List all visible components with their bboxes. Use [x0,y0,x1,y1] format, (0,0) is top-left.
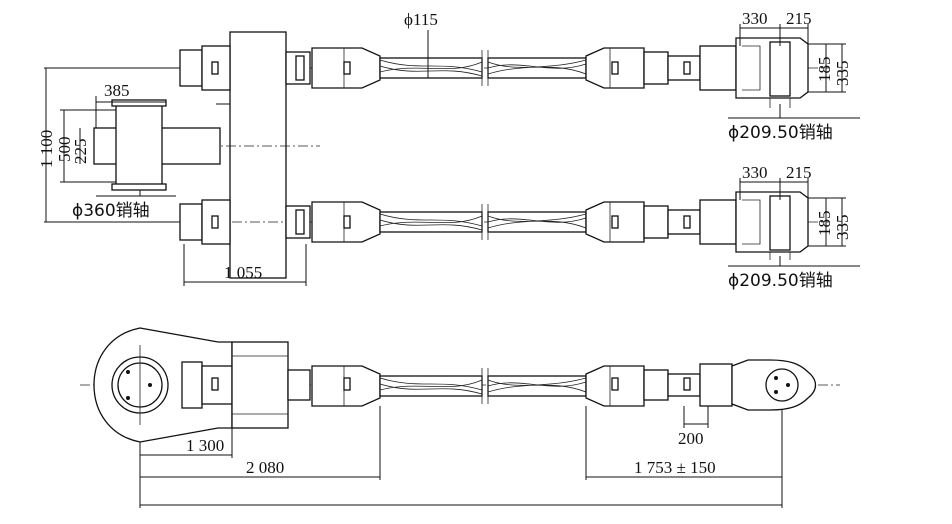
cable-diameter-callout: ϕ115 [404,10,438,78]
mid-dim-335-label: 335 [833,215,852,241]
bottom-left-nut-end [181,361,203,409]
left-pin-label: ϕ360销轴 [72,201,150,221]
bottom-cable-left [379,375,483,397]
mid-dim-215-label: 215 [786,163,812,182]
dim-200-label: 200 [678,429,704,448]
mid-right-neck [643,205,669,239]
dim-330-label: 330 [742,9,768,28]
mid-left-nut-end [179,203,203,241]
dim-185-label: 185 [815,57,834,83]
dim-500-label: 500 [55,137,74,163]
dim-adjust-label: 1 753 ± 150 [634,458,716,477]
bottom-right-fork-body [699,363,733,407]
bottom-right-rod-mark [683,377,691,391]
mid-right-dimensions: 330 215 185 335 ϕ209.50销轴 [728,163,860,291]
dim-225-label: 225 [71,139,90,165]
mid-left-sleeve-mark [343,215,351,229]
bottom-left-pin-dot-3 [148,383,152,387]
top-right-neck [643,51,669,85]
top-left-nut-end [179,49,203,87]
top-left-nut-mark [211,61,219,75]
bottom-right-neck [643,369,669,401]
top-pin-label: ϕ209.50销轴 [728,123,833,143]
bottom-right-pin-dot-3 [786,383,790,387]
top-cable-left [379,57,483,79]
mid-cable-left [379,211,483,233]
mid-right-fork-body [699,199,737,245]
dim-2080-label: 2 080 [246,458,284,477]
dim-1100-label: 1 100 [37,130,56,168]
dim-1055-label: 1 055 [224,263,262,282]
top-right-dimensions: 330 215 185 335 ϕ209.50销轴 [728,9,860,143]
top-cable-assembly [178,31,830,279]
anchor-pin-cap-top [111,99,167,107]
bottom-cable-assembly [80,327,840,443]
mid-left-neck-mark [295,209,305,235]
anchor-length-dimension: 1 055 [183,244,307,286]
mid-cable-right [487,211,587,233]
bottom-left-pin-dot-2 [126,396,130,400]
top-right-rod-mark [683,61,691,75]
dim-215-label: 215 [786,9,812,28]
bottom-left-nut-mark [211,377,219,391]
left-anchor-dimensions: 385 1 100 500 225 ϕ360销轴 [37,67,180,223]
bottom-anchor-block [231,341,289,429]
bottom-cable-strands-right [487,377,587,393]
mid-cable-strands-right [487,213,587,229]
bottom-dimensions: 1 300 2 080 200 1 753 ± 150 [139,406,783,508]
bottom-right-pin-dot-2 [774,390,778,394]
top-right-pin [769,41,791,97]
cable-diameter-label: ϕ115 [404,10,438,29]
left-anchor-assembly [93,99,320,191]
dim-335-label: 335 [833,61,852,87]
bottom-cable-right [487,375,587,397]
top-left-neck-mark [295,55,305,81]
bottom-left-sleeve-mark [343,377,351,391]
mid-pin-label: ϕ209.50销轴 [728,271,833,291]
mid-right-pin [769,195,791,251]
top-cable-strands-right [487,59,587,75]
mid-right-clevis-slot [742,199,761,245]
mid-dim-185-label: 185 [815,211,834,237]
bottom-left-neck [287,369,311,401]
top-right-clevis-slot [742,45,761,91]
mid-dim-330-label: 330 [742,163,768,182]
anchor-pin-body [115,103,163,189]
mid-right-sleeve-mark [611,215,619,229]
bottom-cable-strands-left [379,377,483,395]
top-cable-strands-left [379,59,483,77]
top-right-fork-body [699,45,737,91]
bottom-right-pin-dot-1 [774,376,778,380]
top-left-sleeve-mark [343,61,351,75]
mid-left-nut-mark [211,215,219,229]
mid-cable-strands-left [379,213,483,231]
bottom-left-pin-dot-1 [126,370,130,374]
dim-1300-label: 1 300 [186,436,224,455]
anchor-plate [229,31,287,279]
bottom-right-sleeve-mark [611,377,619,391]
middle-cable-assembly [178,191,830,260]
top-right-sleeve-mark [611,61,619,75]
mid-right-rod-mark [683,215,691,229]
dim-385-label: 385 [104,81,130,100]
anchor-pin-cap-bottom [111,183,167,191]
top-cable-right [487,57,587,79]
bottom-right-eye-hole [765,368,799,402]
